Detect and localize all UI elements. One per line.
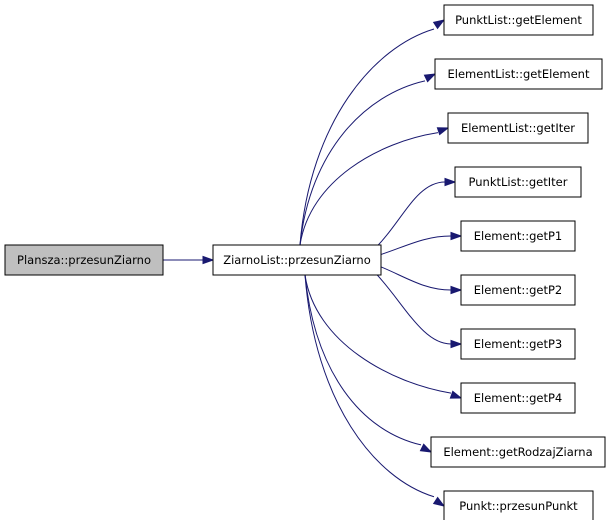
arrowhead-root-to-center bbox=[202, 255, 215, 265]
node-callee[interactable]: Element::getRodzajZiarna bbox=[430, 436, 606, 468]
edge-center-to-callee bbox=[299, 80, 426, 246]
node-callee[interactable]: Element::getP2 bbox=[460, 274, 576, 306]
node-root-label: Plansza::przesunZiarno bbox=[17, 253, 151, 267]
node-callee[interactable]: ElementList::getElement bbox=[434, 58, 603, 90]
node-callee[interactable]: PunktList::getIter bbox=[454, 166, 582, 198]
node-callee[interactable]: ElementList::getIter bbox=[447, 112, 589, 144]
arrowhead-center-to-callee bbox=[436, 127, 450, 136]
node-callee[interactable]: Element::getP3 bbox=[460, 328, 576, 360]
node-center[interactable]: ZiarnoList::przesunZiarno bbox=[212, 244, 382, 276]
arrowhead-center-to-callee bbox=[423, 73, 437, 83]
arrowhead-center-to-callee bbox=[432, 19, 446, 30]
arrowhead-center-to-callee bbox=[444, 177, 457, 187]
node-callee-label: Element::getP1 bbox=[474, 229, 563, 243]
node-callee[interactable]: PunktList::getElement bbox=[443, 4, 594, 36]
node-callee-label: PunktList::getIter bbox=[469, 175, 568, 189]
node-callee-label: Punkt::przesunPunkt bbox=[459, 499, 578, 513]
edge-center-to-callee bbox=[304, 274, 452, 394]
node-callee[interactable]: Element::getP4 bbox=[460, 382, 576, 414]
node-callee-label: Element::getP4 bbox=[474, 391, 563, 405]
node-center-label: ZiarnoList::przesunZiarno bbox=[223, 253, 371, 267]
node-callee-label: ElementList::getIter bbox=[461, 121, 575, 135]
arrowhead-center-to-callee bbox=[449, 390, 463, 399]
edge-center-to-callee bbox=[370, 181, 446, 253]
node-callee[interactable]: Punkt::przesunPunkt bbox=[443, 490, 594, 520]
edges bbox=[163, 19, 463, 507]
arrowhead-center-to-callee bbox=[432, 496, 446, 507]
node-callee-label: Element::getRodzajZiarna bbox=[443, 445, 592, 459]
node-callee-label: Element::getP3 bbox=[474, 337, 563, 351]
edge-center-to-callee bbox=[304, 274, 435, 498]
edge-center-to-callee bbox=[304, 274, 422, 446]
arrowhead-center-to-callee bbox=[450, 285, 463, 295]
callee-nodes: PunktList::getElementElementList::getEle… bbox=[430, 4, 606, 520]
edge-center-to-callee bbox=[299, 28, 435, 246]
arrowhead-center-to-callee bbox=[450, 231, 463, 241]
arrowhead-center-to-callee bbox=[419, 443, 433, 453]
node-callee-label: ElementList::getElement bbox=[448, 67, 590, 81]
node-callee-label: PunktList::getElement bbox=[455, 13, 582, 27]
edge-center-to-callee bbox=[299, 132, 439, 246]
node-root[interactable]: Plansza::przesunZiarno bbox=[4, 244, 164, 276]
node-callee-label: Element::getP2 bbox=[474, 283, 563, 297]
edge-center-to-callee bbox=[370, 268, 452, 345]
arrowhead-center-to-callee bbox=[450, 339, 463, 349]
node-callee[interactable]: Element::getP1 bbox=[460, 220, 576, 252]
edge-center-to-callee bbox=[370, 262, 452, 291]
